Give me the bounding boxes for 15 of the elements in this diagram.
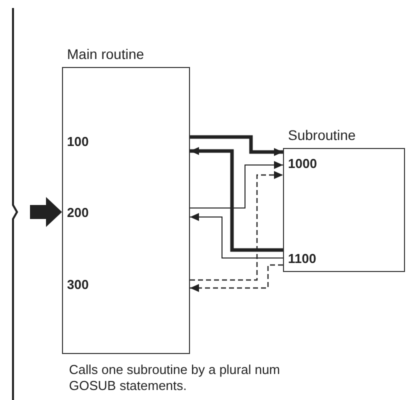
- arrow: [190, 161, 284, 208]
- line-number: 1100: [288, 251, 316, 267]
- arrow: [190, 264, 283, 292]
- line-number: 100: [67, 134, 89, 150]
- arrow: [190, 147, 283, 252]
- line-number: 1000: [288, 156, 317, 172]
- box-heading: Subroutine: [288, 126, 356, 144]
- line-number: 300: [67, 277, 89, 293]
- line-number: 200: [67, 205, 89, 221]
- block-arrow: [30, 197, 62, 227]
- arrow: [190, 213, 284, 258]
- arrow: [190, 171, 283, 281]
- arrow: [190, 135, 283, 156]
- box-heading: Main routine: [67, 45, 144, 63]
- caption: Calls one subroutine by a plural num GOSUB statements.: [69, 362, 282, 394]
